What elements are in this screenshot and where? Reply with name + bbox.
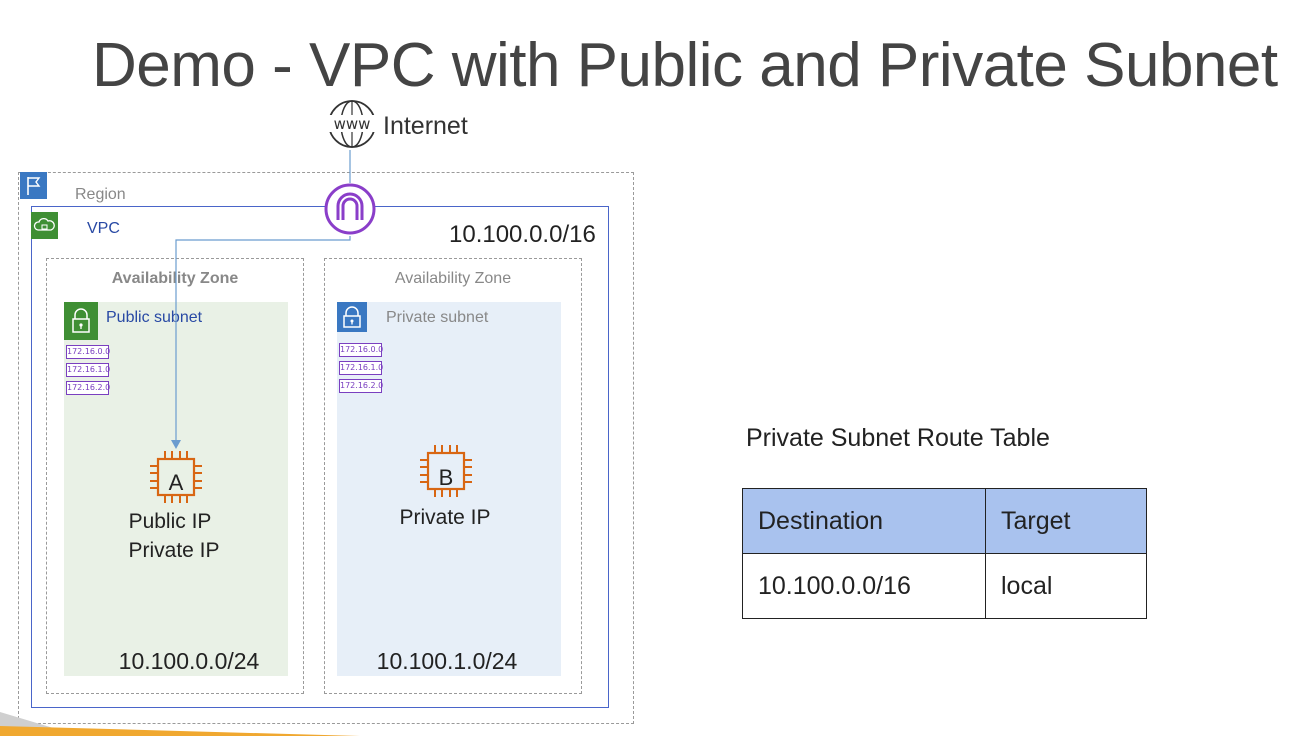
column-header-target: Target	[985, 488, 1147, 554]
availability-zone-1	[46, 258, 304, 694]
slide-corner-accent	[0, 712, 360, 736]
column-header-destination: Destination	[742, 488, 986, 554]
route-entry: 172.16.2.0	[339, 379, 383, 393]
www-globe-icon: www	[327, 100, 377, 148]
internet-gateway-icon	[324, 183, 376, 235]
public-subnet-cidr: 10.100.0.0/24	[118, 648, 260, 674]
instance-a-private-ip: Private IP	[128, 539, 220, 562]
vpc-boundary	[31, 206, 609, 708]
availability-zone-label: Availability Zone	[111, 270, 239, 287]
route-entry: 172.16.0.0	[66, 345, 110, 359]
internet-label: Internet	[383, 112, 468, 140]
region-label: Region	[75, 186, 126, 203]
region-boundary	[18, 172, 634, 724]
svg-text:www: www	[334, 115, 371, 133]
page-title: Demo - VPC with Public and Private Subne…	[92, 31, 1278, 100]
instance-a-label: A	[168, 470, 184, 495]
lock-icon	[337, 302, 371, 340]
route-entry: 172.16.0.0	[339, 343, 383, 357]
region-flag-icon	[20, 172, 47, 199]
ec2-instance-icon	[420, 445, 472, 497]
instance-b-label: B	[438, 465, 454, 490]
route-table: Destination Target 10.100.0.0/16 local	[742, 488, 1147, 619]
vpc-cidr: 10.100.0.0/16	[449, 221, 596, 248]
public-subnet-label: Public subnet	[106, 309, 203, 326]
ec2-instance-icon	[150, 451, 202, 503]
route-entry: 172.16.2.0	[66, 381, 110, 395]
route-entry: 172.16.1.0	[66, 363, 110, 377]
lock-icon	[64, 302, 98, 340]
availability-zone-2	[324, 258, 582, 694]
route-target-cell: local	[985, 553, 1147, 619]
route-destination-cell: 10.100.0.0/16	[742, 553, 986, 619]
availability-zone-label: Availability Zone	[394, 270, 512, 287]
vpc-label: VPC	[87, 220, 120, 237]
table-row: 10.100.0.0/16 local	[742, 553, 1147, 619]
route-entry: 172.16.1.0	[339, 361, 383, 375]
vpc-cloud-icon	[31, 212, 58, 239]
private-subnet-label: Private subnet	[386, 309, 489, 326]
instance-a-public-ip: Public IP	[128, 510, 212, 533]
table-header-row: Destination Target	[742, 488, 1147, 554]
private-subnet-cidr: 10.100.1.0/24	[376, 648, 518, 674]
route-table-title: Private Subnet Route Table	[746, 424, 1050, 452]
instance-b-private-ip: Private IP	[399, 506, 491, 529]
